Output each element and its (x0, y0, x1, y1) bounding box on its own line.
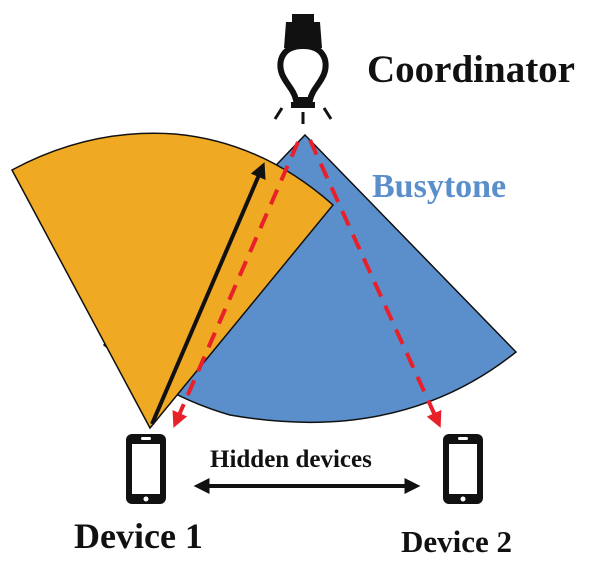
device1-smartphone-icon (126, 434, 166, 504)
busytone-label: Busytone (372, 168, 506, 205)
coordinator-label: Coordinator (367, 48, 575, 91)
device1-transmit-arrow (150, 162, 266, 425)
hidden-devices-label: Hidden devices (210, 446, 372, 473)
device2-smartphone-icon (443, 434, 483, 504)
light-bulb-icon (273, 14, 333, 124)
device1-label: Device 1 (74, 516, 203, 556)
device1-sector (10, 132, 335, 430)
device2-label: Device 2 (401, 524, 512, 559)
